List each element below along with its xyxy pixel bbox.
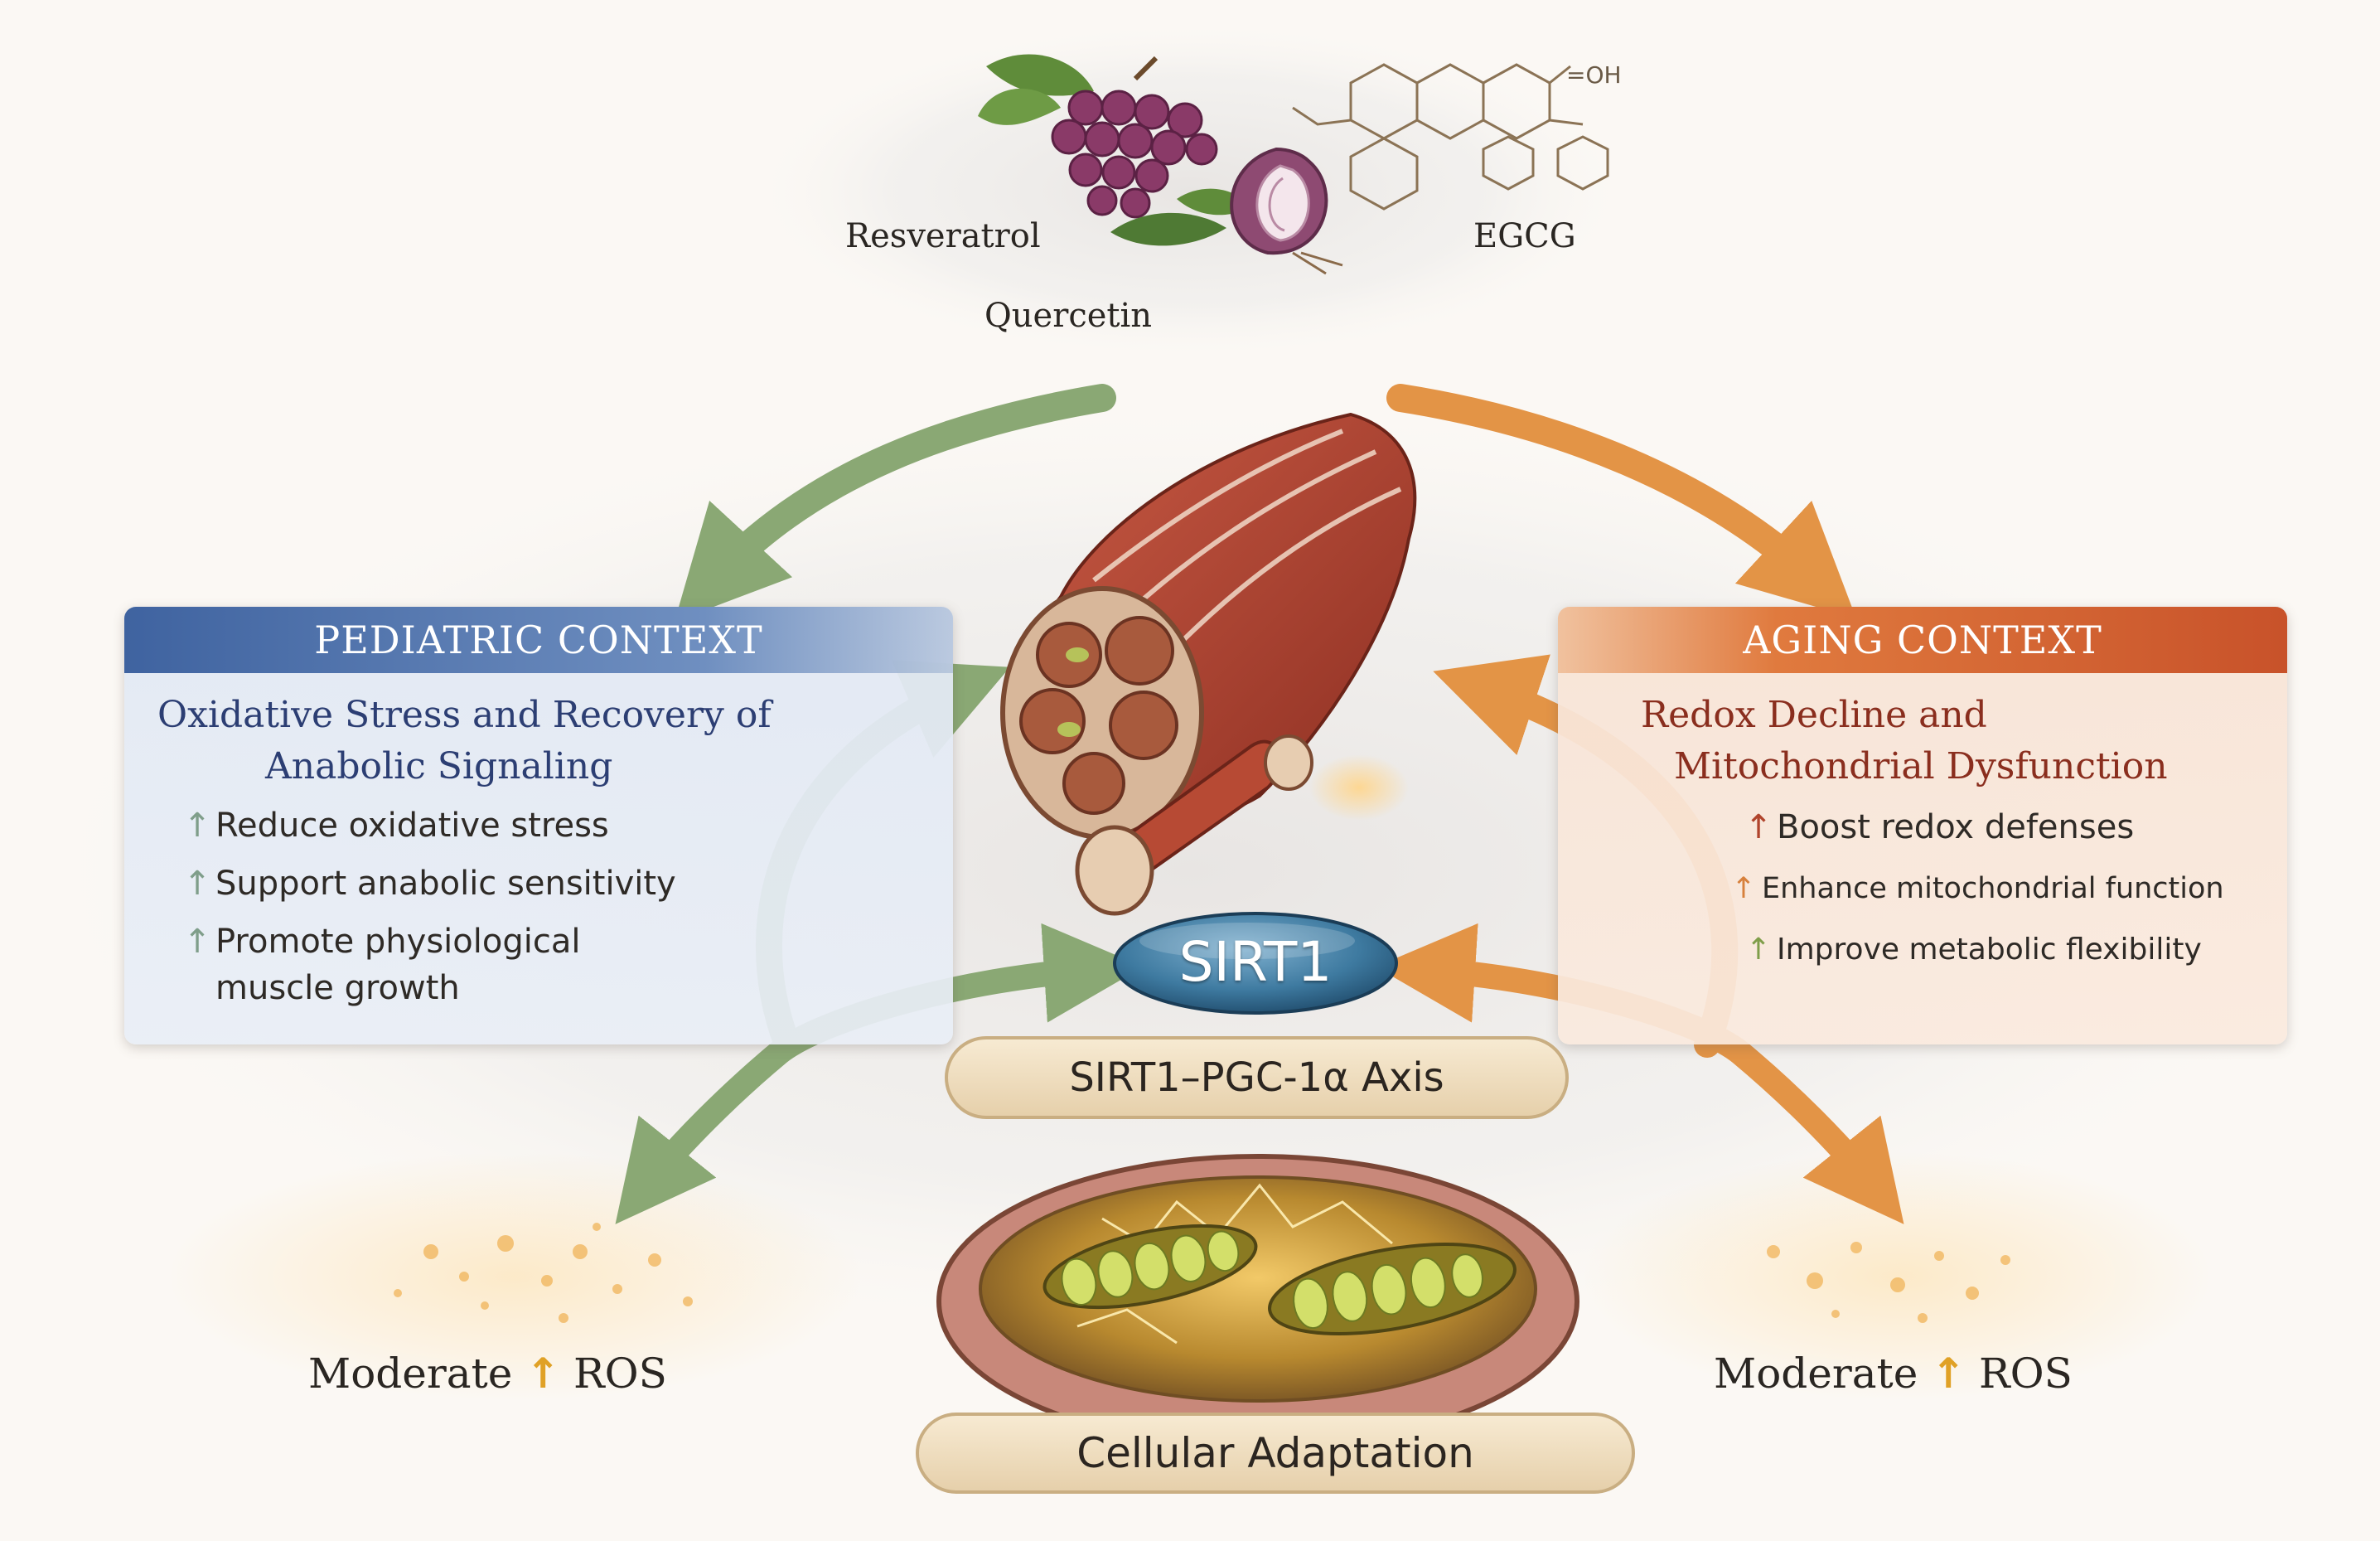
pediatric-bullet-text: Promote physiological muscle growth — [215, 918, 580, 1011]
ros-left-word: Moderate — [308, 1350, 513, 1398]
muscle-bundle-icon — [1000, 412, 1417, 916]
pediatric-bullet: ↑ Reduce oxidative stress — [179, 802, 953, 849]
sirt1-pgc1a-axis-pill: SIRT1–PGC-1α Axis — [945, 1036, 1569, 1119]
aging-bullet-text: Enhance mitochondrial function — [1762, 872, 2224, 905]
aging-bullet: ↑ Boost redox defenses — [1740, 804, 2287, 850]
mitochondria-cell-icon — [936, 1154, 1579, 1449]
aging-context-title: AGING CONTEXT — [1743, 618, 2102, 662]
egcg-label: EGCG — [1473, 217, 1576, 255]
aging-context-header: AGING CONTEXT — [1558, 607, 2287, 673]
aging-subtitle-line2: Mitochondrial Dysfunction — [1674, 745, 2168, 787]
aging-bullet: ↑ Improve metabolic flexibility — [1740, 927, 2287, 973]
pediatric-subtitle-line1: Oxidative Stress and Recovery of — [157, 694, 772, 736]
up-arrow-icon: ↑ — [1731, 872, 1756, 905]
ros-label-left: Moderate ↑ ROS — [308, 1350, 667, 1398]
ros-particles-left — [394, 1223, 693, 1323]
aging-bullet: ↑ Enhance mitochondrial function — [1725, 865, 2287, 912]
axis-label: SIRT1–PGC-1α Axis — [1069, 1054, 1444, 1101]
pediatric-bullet-text: Reduce oxidative stress — [215, 807, 609, 845]
pediatric-context-header: PEDIATRIC CONTEXT — [124, 607, 953, 673]
pediatric-context-panel: PEDIATRIC CONTEXT Oxidative Stress and R… — [124, 607, 953, 1044]
pediatric-context-title: PEDIATRIC CONTEXT — [314, 618, 763, 662]
ros-particles-right — [1767, 1242, 2010, 1323]
aging-bullet-text: Improve metabolic flexibility — [1777, 933, 2202, 967]
aging-bullet-text: Boost redox defenses — [1777, 808, 2135, 846]
onion-icon — [1230, 147, 1343, 275]
pediatric-bullet: ↑ Promote physiological muscle growth — [179, 918, 953, 1011]
resveratrol-label: Resveratrol — [845, 217, 1041, 255]
ros-right-suffix: ROS — [1979, 1350, 2073, 1398]
up-arrow-icon: ↑ — [1744, 808, 1773, 846]
up-arrow-icon: ↑ — [1931, 1350, 1966, 1398]
pediatric-subtitle-line2: Anabolic Signaling — [265, 745, 613, 787]
sirt1-label: SIRT1 — [1178, 930, 1333, 994]
up-arrow-icon: ↑ — [183, 865, 211, 903]
cellular-adaptation-pill: Cellular Adaptation — [916, 1413, 1635, 1494]
up-arrow-icon: ↑ — [525, 1350, 561, 1398]
ros-left-suffix: ROS — [573, 1350, 667, 1398]
up-arrow-icon: ↑ — [183, 923, 211, 961]
pediatric-bullet-list: ↑ Reduce oxidative stress ↑ Support anab… — [124, 792, 953, 1011]
pediatric-bullet: ↑ Support anabolic sensitivity — [179, 860, 953, 907]
adaptation-label: Cellular Adaptation — [1076, 1429, 1474, 1477]
up-arrow-icon: ↑ — [1745, 933, 1772, 967]
molecule-formula-label: =OH — [1566, 61, 1622, 89]
pediatric-bullet-text: Support anabolic sensitivity — [215, 865, 676, 903]
aging-subtitle-line1: Redox Decline and — [1641, 694, 1987, 736]
molecule-icon — [1292, 63, 1609, 211]
ros-right-word: Moderate — [1714, 1350, 1918, 1398]
grape-icon — [978, 54, 1218, 219]
pediatric-bullet-line1: Promote physiological — [215, 923, 581, 961]
ros-label-right: Moderate ↑ ROS — [1714, 1350, 2073, 1398]
up-arrow-icon: ↑ — [183, 807, 211, 845]
sirt1-oval — [1113, 912, 1398, 1015]
quercetin-label: Quercetin — [984, 297, 1153, 335]
aging-context-panel: AGING CONTEXT Redox Decline and Mitochon… — [1558, 607, 2287, 1044]
pediatric-bullet-line2: muscle growth — [215, 969, 460, 1007]
aging-bullet-list: ↑ Boost redox defenses ↑ Enhance mitocho… — [1558, 792, 2287, 973]
